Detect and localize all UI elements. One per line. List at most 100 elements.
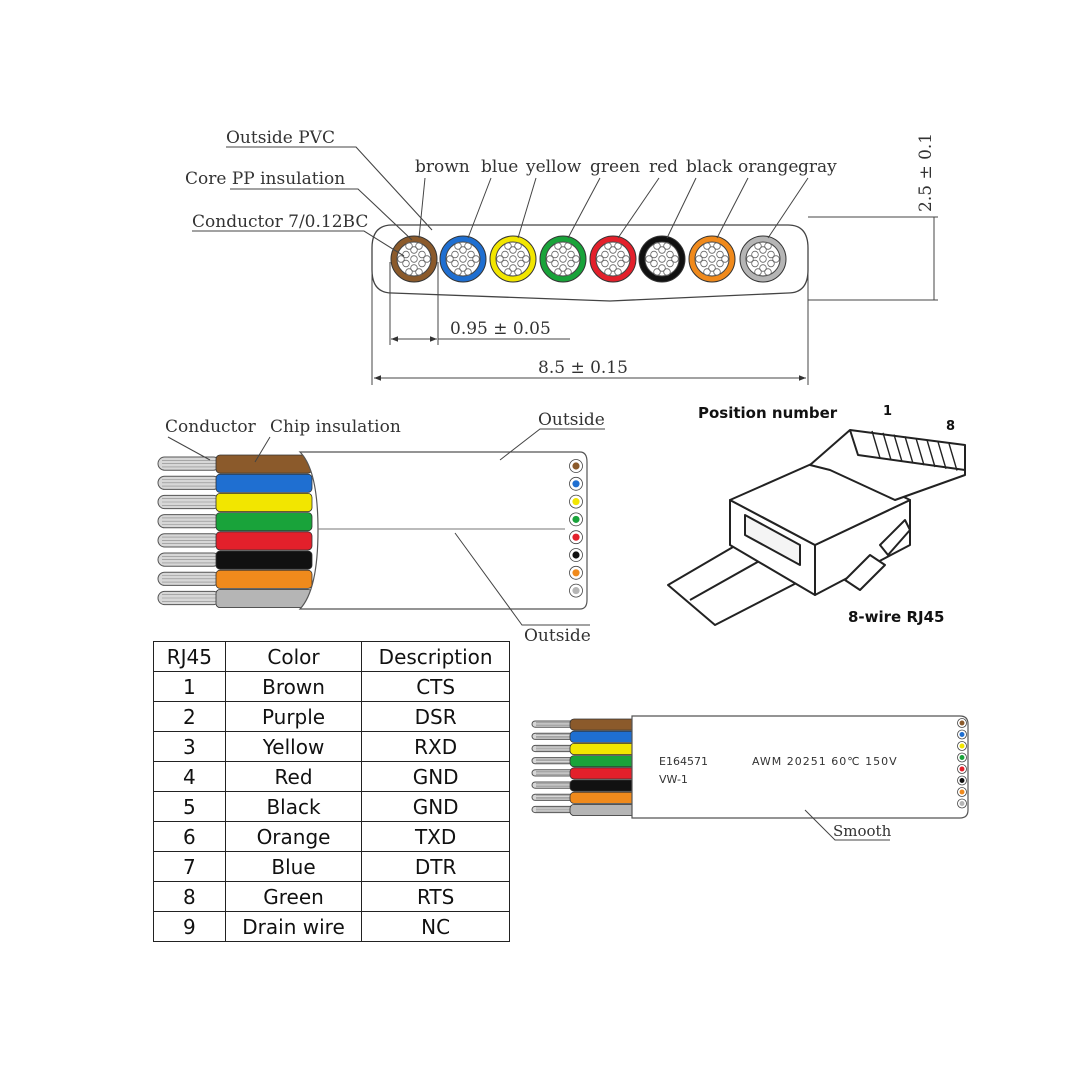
rj45-contact bbox=[915, 438, 925, 466]
insulated-wire bbox=[215, 512, 313, 532]
strand bbox=[410, 264, 418, 272]
rj45-contacts bbox=[871, 430, 958, 471]
wire-label-yellow: yellow bbox=[525, 157, 582, 177]
insulated-wire bbox=[215, 473, 313, 493]
end-dot-orange bbox=[959, 789, 965, 795]
leader-conductor-side bbox=[167, 436, 211, 461]
side-wire-blue bbox=[157, 473, 313, 493]
strand bbox=[559, 264, 567, 272]
end-dot-green bbox=[572, 515, 580, 523]
conductor-bundle bbox=[445, 241, 481, 277]
wire-label-leader bbox=[617, 177, 660, 239]
end-dot-orange bbox=[572, 569, 580, 577]
conductor-bundle bbox=[595, 241, 631, 277]
cell-color: Black bbox=[224, 791, 363, 822]
strand bbox=[467, 259, 475, 268]
strand bbox=[746, 255, 754, 263]
insulated-wire bbox=[569, 791, 641, 804]
rj45-plug-drawing: Position number 1 8 8-wire RJ45 bbox=[667, 404, 966, 626]
strand bbox=[504, 268, 512, 276]
wire-label-green: green bbox=[590, 157, 640, 177]
leader-core-pp bbox=[230, 188, 413, 241]
strand bbox=[708, 264, 716, 272]
insulated-wire bbox=[569, 767, 641, 780]
wire-label-orange: orange bbox=[738, 157, 798, 177]
side-wire-gray bbox=[531, 804, 641, 817]
label-outside-pvc: Outside PVC bbox=[226, 128, 335, 148]
strand bbox=[716, 250, 724, 259]
insulated-wire bbox=[569, 779, 641, 792]
rj45-contact bbox=[882, 432, 892, 460]
dim-width-text: 8.5 ± 0.15 bbox=[538, 358, 628, 378]
cell-pin: 9 bbox=[153, 911, 226, 942]
cell-description: GND bbox=[361, 761, 510, 792]
leader-chip-insulation bbox=[254, 436, 271, 463]
cell-description: CTS bbox=[361, 671, 510, 702]
end-dot-red bbox=[959, 766, 965, 772]
strand bbox=[754, 268, 762, 276]
insulated-wire bbox=[569, 718, 641, 731]
strand bbox=[601, 259, 609, 268]
strand bbox=[671, 255, 679, 263]
strand bbox=[405, 268, 413, 276]
leader-outside-bottom bbox=[454, 532, 590, 626]
rj45-clip-tab bbox=[879, 519, 911, 556]
strand bbox=[759, 264, 767, 272]
side-wire-blue bbox=[531, 730, 641, 743]
strand bbox=[551, 250, 559, 259]
strand bbox=[459, 246, 467, 254]
insulated-wire bbox=[215, 454, 313, 474]
rj45-clip bbox=[844, 554, 886, 591]
strand bbox=[666, 250, 674, 259]
strand bbox=[754, 242, 762, 250]
cell-description: RTS bbox=[361, 881, 510, 912]
cell-color: Brown bbox=[224, 671, 363, 702]
wire-label-leader bbox=[716, 177, 749, 239]
label-outside-top: Outside bbox=[538, 410, 605, 430]
strand bbox=[614, 242, 622, 250]
rj45-contact bbox=[893, 434, 903, 462]
strand bbox=[767, 250, 775, 259]
end-dot-brown bbox=[959, 720, 965, 726]
wire-yellow bbox=[489, 235, 537, 283]
side-view-end-dots bbox=[569, 459, 583, 598]
cross-section: Outside PVC Core PP insulation Conductor… bbox=[185, 128, 938, 385]
side-wire-orange bbox=[531, 791, 641, 804]
cable-side-view: Conductor Chip insulation Outside Outsid… bbox=[157, 410, 605, 646]
header-rj45: RJ45 bbox=[153, 641, 226, 672]
side-wire-red bbox=[157, 531, 313, 551]
label-pin-1: 1 bbox=[883, 404, 892, 419]
strand bbox=[767, 259, 775, 268]
rj45-cable-line bbox=[689, 554, 771, 601]
end-dot-yellow bbox=[959, 743, 965, 749]
end-dot-blue bbox=[959, 732, 965, 737]
label-outside-bottom: Outside bbox=[524, 626, 591, 646]
wire-label-blue: blue bbox=[481, 157, 518, 177]
cell-color: Purple bbox=[224, 701, 363, 732]
header-description: Description bbox=[361, 641, 510, 672]
insulated-wire bbox=[215, 589, 313, 609]
cell-pin: 4 bbox=[153, 761, 226, 792]
label-smooth: Smooth bbox=[833, 822, 892, 840]
strand bbox=[464, 242, 472, 250]
insulated-wire bbox=[569, 755, 641, 768]
wire-label-gray: gray bbox=[798, 157, 837, 177]
strand bbox=[695, 255, 703, 263]
strand bbox=[658, 246, 666, 254]
strand bbox=[402, 259, 410, 268]
strand bbox=[721, 255, 729, 263]
strand bbox=[572, 255, 580, 263]
wire-black bbox=[638, 235, 686, 283]
strand bbox=[609, 246, 617, 254]
insulated-wire bbox=[215, 550, 313, 570]
cell-pin: 6 bbox=[153, 821, 226, 852]
insulated-wire bbox=[569, 804, 641, 817]
end-dot-red bbox=[572, 533, 580, 541]
rj45-contact bbox=[937, 441, 947, 469]
strand bbox=[551, 259, 559, 268]
strand bbox=[658, 264, 666, 272]
conductor-bundle bbox=[694, 241, 730, 277]
strand bbox=[501, 250, 509, 259]
